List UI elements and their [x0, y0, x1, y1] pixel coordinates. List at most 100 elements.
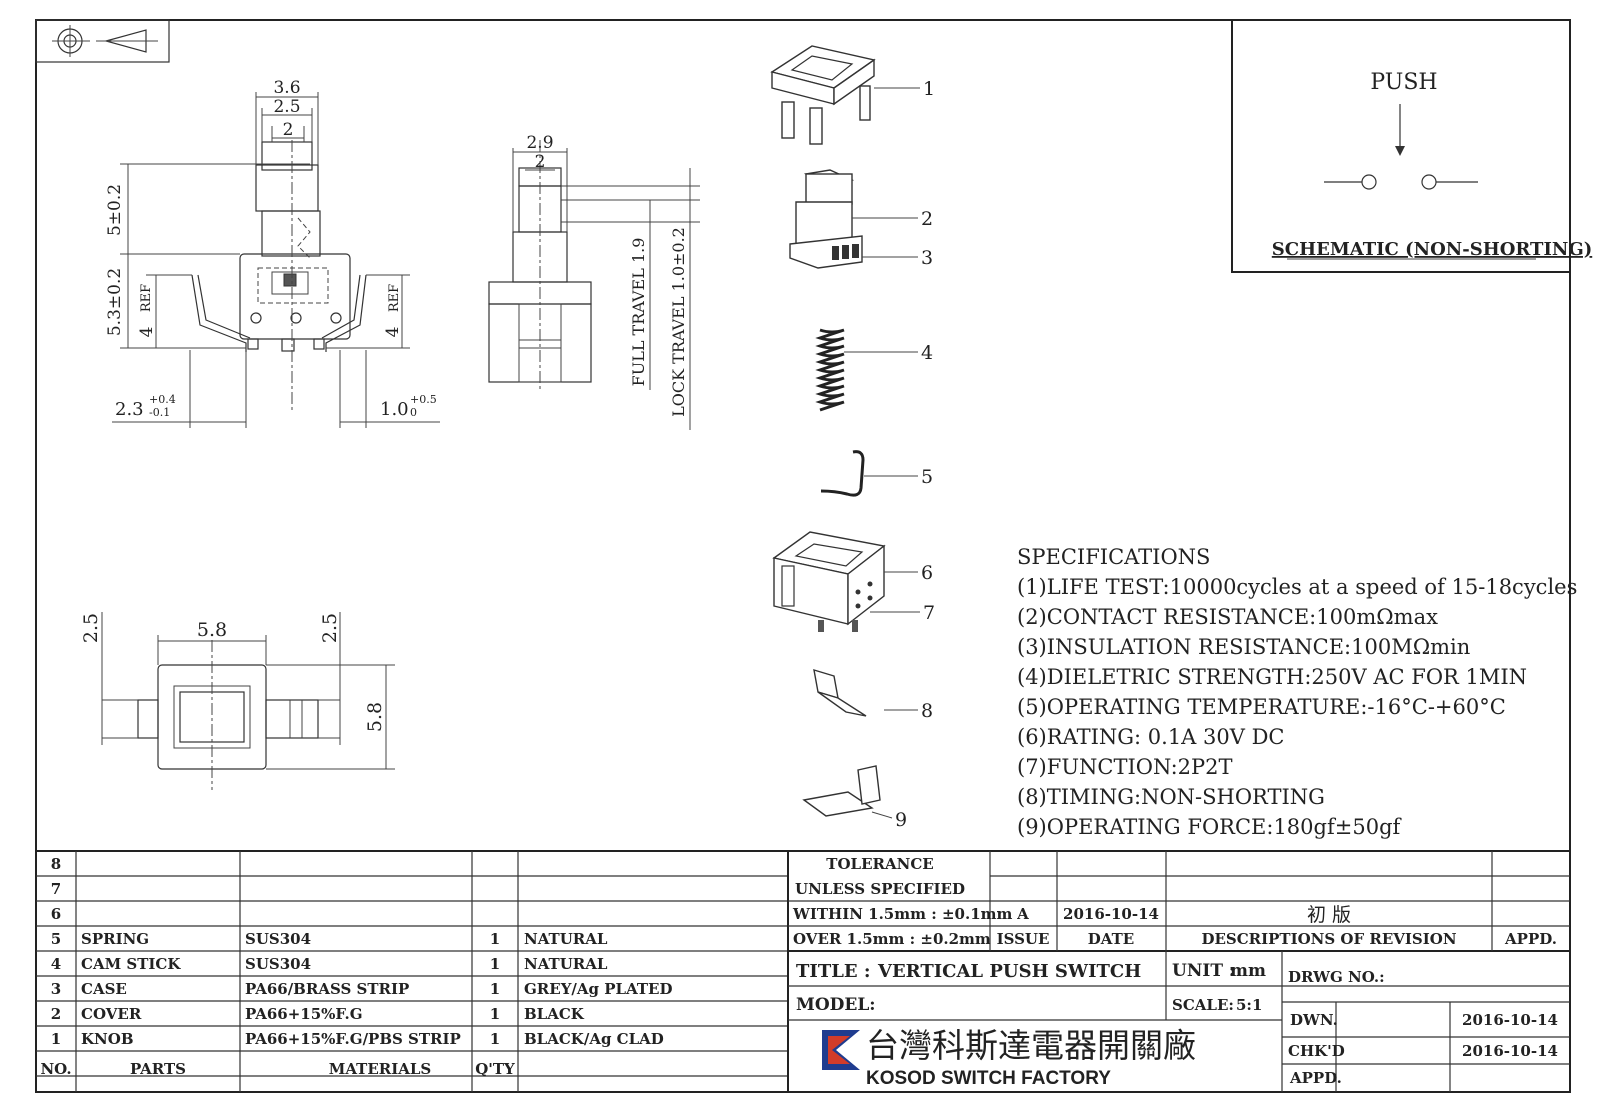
- dim-bottom-right-gap: 2.5: [319, 613, 341, 643]
- dim-side-width-outer: 2.9: [526, 133, 553, 153]
- spec-item: (3)INSULATION RESISTANCE:100MΩmin: [1017, 635, 1470, 659]
- callout-9: 9: [895, 809, 907, 831]
- tolerance-within: WITHIN 1.5mm : ±0.1mm: [792, 905, 1013, 923]
- schematic-box: PUSH SCHEMATIC (NON-SHORTING): [1231, 19, 1592, 273]
- bom-part: SPRING: [81, 930, 149, 948]
- bom-no: 8: [51, 855, 61, 873]
- specifications: SPECIFICATIONS (1)LIFE TEST:10000cycles …: [1017, 545, 1577, 839]
- callout-4: 4: [921, 342, 933, 364]
- bom-material: SUS304: [245, 955, 311, 973]
- bom-qty: 1: [490, 955, 500, 973]
- bom-no: 6: [51, 905, 61, 923]
- bom-no: 3: [51, 980, 61, 998]
- dim-top-width-inner: 2: [283, 120, 294, 140]
- unit-value: mm: [1230, 961, 1266, 981]
- bom-finish: GREY/Ag PLATED: [524, 980, 673, 998]
- bom-material: SUS304: [245, 930, 311, 948]
- spec-item: (6)RATING: 0.1A 30V DC: [1017, 725, 1284, 749]
- bom-header-materials: MATERIALS: [329, 1060, 432, 1078]
- sheet-border: [35, 19, 1571, 1093]
- company-name-en: KOSOD SWITCH FACTORY: [866, 1068, 1111, 1089]
- bom-finish: NATURAL: [524, 955, 608, 973]
- bom-no: 7: [51, 880, 61, 898]
- dim-top-width-outer: 3.6: [273, 78, 300, 98]
- spec-item: (9)OPERATING FORCE:180gf±50gf: [1017, 815, 1403, 839]
- spec-item: (4)DIELETRIC STRENGTH:250V AC FOR 1MIN: [1017, 665, 1527, 689]
- title-label: TITLE :: [796, 961, 871, 982]
- ref-left-value: 4: [137, 327, 157, 338]
- bom-table: 8 7 6 5 4 3 2 1 SPRING CAM STICK CASE CO…: [36, 850, 1570, 1092]
- bom-part: CASE: [81, 980, 127, 998]
- bom-part: KNOB: [81, 1030, 134, 1048]
- dwn-date: 2016-10-14: [1462, 1011, 1558, 1029]
- bom-material: PA66+15%F.G: [245, 1005, 363, 1023]
- callout-3: 3: [921, 247, 933, 269]
- bottom-view: 5.8 5.8 2.5 2.5: [80, 612, 395, 790]
- bom-material: PA66/BRASS STRIP: [245, 980, 409, 998]
- exploded-parts: 1 2 3 4 5 6 7 8 9: [770, 45, 935, 831]
- spec-item: (1)LIFE TEST:10000cycles at a speed of 1…: [1017, 575, 1577, 599]
- title-block: TITLE : VERTICAL PUSH SWITCH UNIT : mm M…: [788, 951, 1570, 1092]
- part-2-3-knob-cover: [789, 169, 918, 269]
- spec-item: (7)FUNCTION:2P2T: [1017, 755, 1233, 779]
- schematic-caption: SCHEMATIC (NON-SHORTING): [1272, 239, 1592, 260]
- part-8-contact: [813, 669, 918, 717]
- title-value: VERTICAL PUSH SWITCH: [877, 961, 1141, 982]
- bom-header-no: NO.: [40, 1060, 71, 1078]
- appd-label: APPD.: [1289, 1069, 1342, 1087]
- part-6-7-case: [772, 531, 920, 632]
- side-view: 2.9 2 FULL TRAVEL 1.9 LOCK TRAVEL 1.0±0.…: [488, 133, 700, 430]
- callout-5: 5: [921, 466, 933, 488]
- dim-left-offset-tol-up: +0.4: [149, 393, 176, 406]
- spec-item: (2)CONTACT RESISTANCE:100mΩmax: [1017, 605, 1438, 629]
- dim-right-offset: 1.0: [380, 399, 409, 420]
- bom-finish: NATURAL: [524, 930, 608, 948]
- tolerance-title-1: TOLERANCE: [826, 855, 933, 873]
- model-label: MODEL:: [796, 995, 876, 1015]
- projection-symbol-icon: [35, 19, 170, 63]
- bom-qty: 1: [490, 1005, 500, 1023]
- callout-1: 1: [923, 78, 935, 100]
- revision-appd-label: APPD.: [1504, 930, 1557, 948]
- dwn-label: DWN.: [1290, 1011, 1338, 1029]
- dim-right-offset-tol-down: 0: [410, 406, 417, 419]
- revision-description: 初 版: [1307, 904, 1351, 926]
- callout-8: 8: [921, 700, 933, 722]
- dim-bottom-left-gap: 2.5: [80, 613, 102, 643]
- revision-issue: A: [1016, 905, 1029, 923]
- bom-qty: 1: [490, 1030, 500, 1048]
- tolerance-title-2: UNLESS SPECIFIED: [795, 880, 965, 898]
- dim-side-width-inner: 2: [535, 152, 546, 172]
- spec-heading: SPECIFICATIONS: [1017, 545, 1210, 569]
- dim-knob-height: 5±0.2: [105, 184, 125, 236]
- schematic-push-label: PUSH: [1370, 70, 1437, 95]
- scale-value: 5:1: [1236, 996, 1262, 1014]
- callout-7: 7: [923, 602, 935, 624]
- revision-block: TOLERANCE UNLESS SPECIFIED WITHIN 1.5mm …: [788, 851, 1570, 952]
- dim-top-width-mid: 2.5: [273, 97, 300, 117]
- revision-date: 2016-10-14: [1063, 905, 1159, 923]
- drwg-label: DRWG NO.:: [1288, 968, 1385, 986]
- bom-header-qty: Q'TY: [475, 1060, 515, 1078]
- dim-bottom-width: 5.8: [197, 619, 227, 641]
- ref-right-label: REF: [387, 284, 402, 312]
- bom-no: 5: [51, 930, 61, 948]
- chkd-date: 2016-10-14: [1462, 1042, 1558, 1060]
- ref-right-value: 4: [383, 327, 403, 338]
- chkd-label: CHK'D: [1288, 1042, 1345, 1060]
- bom-no: 2: [51, 1005, 61, 1023]
- revision-issue-label: ISSUE: [997, 930, 1050, 948]
- part-1-knob-frame: [770, 45, 920, 145]
- callout-6: 6: [921, 562, 933, 584]
- scale-label: SCALE:: [1172, 996, 1234, 1014]
- callout-2: 2: [921, 208, 933, 230]
- company-name-cn: 台灣科斯達電器開關廠: [866, 1026, 1196, 1065]
- revision-desc-label: DESCRIPTIONS OF REVISION: [1201, 930, 1456, 948]
- ref-left-label: REF: [139, 284, 154, 312]
- bom-finish: BLACK: [524, 1005, 585, 1023]
- bom-part: COVER: [81, 1005, 142, 1023]
- bom-finish: BLACK/Ag CLAD: [524, 1030, 664, 1048]
- dim-full-travel: FULL TRAVEL 1.9: [629, 238, 648, 387]
- bom-no: 4: [51, 955, 61, 973]
